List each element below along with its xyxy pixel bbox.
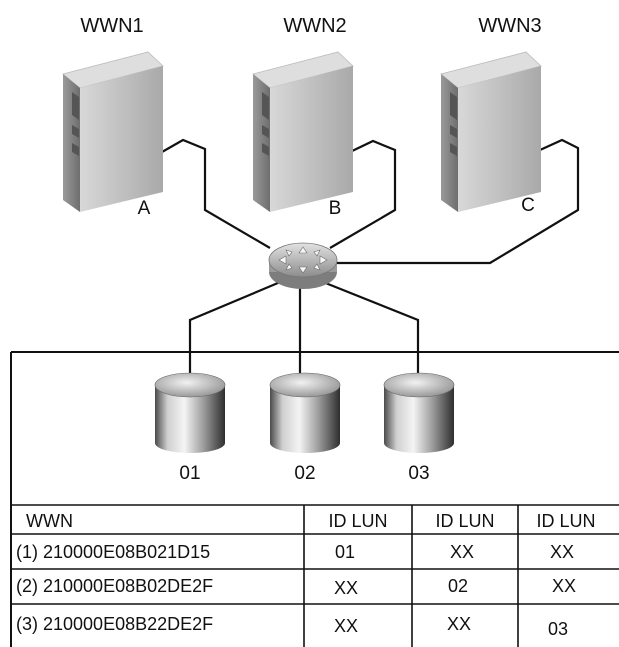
table-header-lun-1: ID LUN xyxy=(328,511,387,531)
cable-server-c xyxy=(336,138,580,265)
lun-table-grid xyxy=(11,504,619,647)
server-b-wwn-label: WWN2 xyxy=(283,15,346,37)
cable-disk-01 xyxy=(188,278,286,375)
cable-disk-03 xyxy=(317,278,420,375)
server-a xyxy=(62,51,164,212)
disk-02 xyxy=(269,372,341,453)
disk-icon xyxy=(269,372,341,453)
table-header-wwn: WWN xyxy=(26,511,73,531)
server-icon xyxy=(252,51,354,212)
table-row-3-lun-3: 03 xyxy=(548,619,568,639)
server-c-port-label: C xyxy=(521,195,535,216)
disk-03-label: 03 xyxy=(408,463,429,484)
table-row-2-lun-2: 02 xyxy=(448,576,468,596)
cable-server-a xyxy=(161,138,271,249)
switch-icon xyxy=(268,242,338,289)
table-row-1-wwn: (1) 210000E08B021D15 xyxy=(16,542,210,562)
disk-03 xyxy=(383,372,455,453)
server-c-wwn-label: WWN3 xyxy=(478,15,541,37)
disk-02-label: 02 xyxy=(294,463,315,484)
storage-frame xyxy=(10,351,619,647)
table-row-2-lun-3: XX xyxy=(552,576,576,596)
table-row-2-wwn: (2) 210000E08B02DE2F xyxy=(16,576,213,596)
table-row-1-lun-2: XX xyxy=(450,542,474,562)
table-row-3-lun-2: XX xyxy=(447,614,471,634)
server-b-port-label: B xyxy=(329,198,342,219)
server-a-port-label: A xyxy=(138,198,151,219)
table-header-lun-3: ID LUN xyxy=(536,511,595,531)
table-header-lun-2: ID LUN xyxy=(435,511,494,531)
cables xyxy=(161,138,580,375)
server-b xyxy=(252,51,354,212)
table-row-2-lun-1: XX xyxy=(334,578,358,598)
disk-01-label: 01 xyxy=(179,463,200,484)
disk-icon xyxy=(383,372,455,453)
server-icon xyxy=(440,51,542,212)
server-icon xyxy=(62,51,164,212)
table-row-1-lun-1: 01 xyxy=(335,542,355,562)
server-a-wwn-label: WWN1 xyxy=(80,15,143,37)
cable-server-b xyxy=(329,139,397,249)
disk-icon xyxy=(154,372,226,453)
disk-01 xyxy=(154,372,226,453)
table-row-3-wwn: (3) 210000E08B22DE2F xyxy=(16,614,213,634)
table-row-3-lun-1: XX xyxy=(334,616,358,636)
server-c xyxy=(440,51,542,212)
table-row-1-lun-3: XX xyxy=(550,542,574,562)
